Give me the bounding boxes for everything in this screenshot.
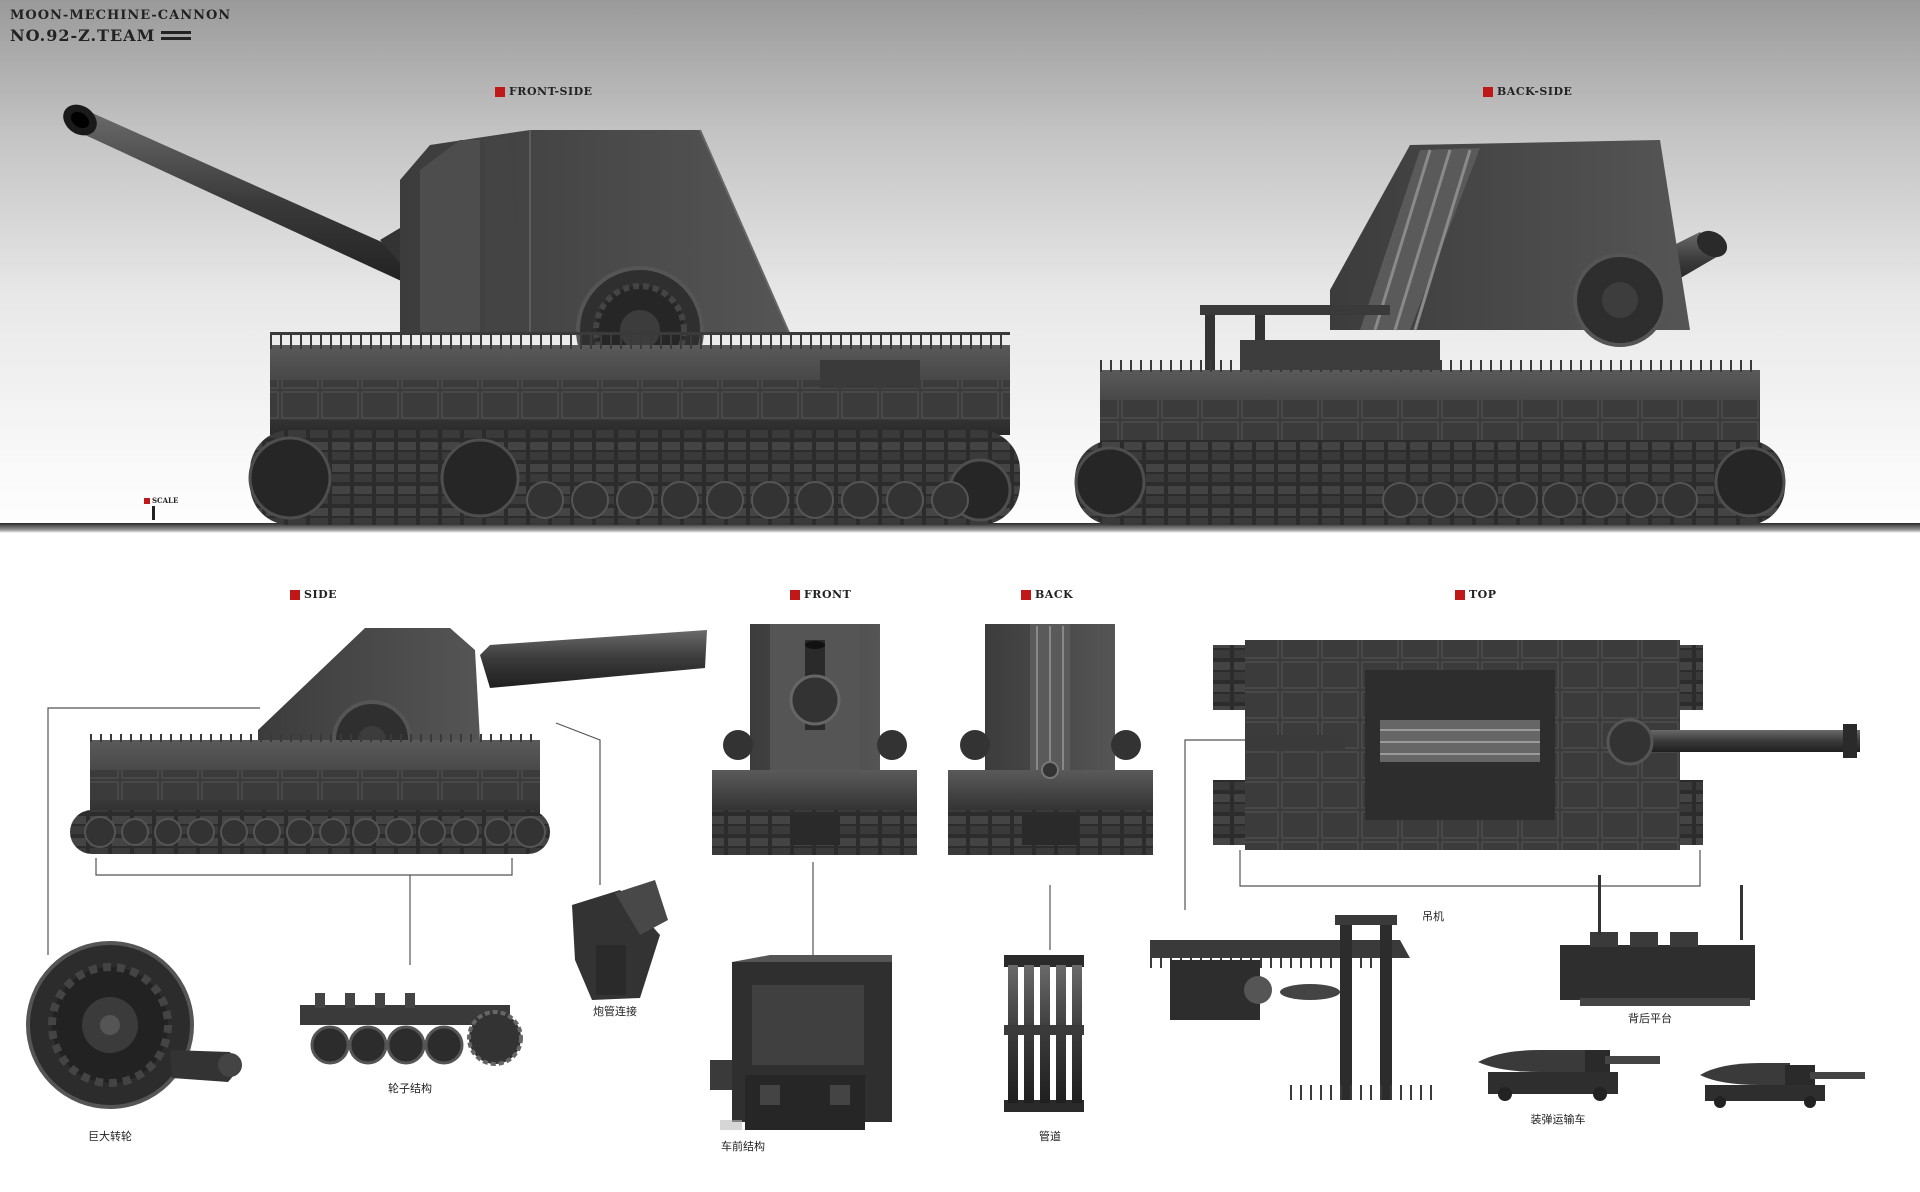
brand-bars-icon bbox=[161, 28, 192, 43]
side-barrel bbox=[480, 630, 707, 688]
marker-icon bbox=[1455, 589, 1465, 600]
side-view-drawing bbox=[70, 628, 707, 854]
label-side: SIDE bbox=[290, 588, 337, 601]
label-vehicle-front: 车前结构 bbox=[721, 1140, 765, 1153]
label-barrel-connection: 炮管连接 bbox=[593, 1005, 637, 1018]
top-barrel bbox=[1620, 730, 1860, 752]
part-barrel-connection bbox=[572, 880, 668, 1000]
front-side-vehicle bbox=[63, 104, 1020, 525]
marker-icon bbox=[144, 497, 150, 504]
ground-line bbox=[0, 523, 1920, 533]
label-back-side-text: BACK-SIDE bbox=[1497, 85, 1573, 98]
back-side-vehicle bbox=[1074, 140, 1786, 525]
part-rear-platform bbox=[1560, 875, 1755, 1006]
callout-lines bbox=[47, 707, 1701, 965]
top-view-drawing bbox=[1213, 640, 1860, 850]
label-front-text: FRONT bbox=[804, 588, 852, 601]
scale-figure bbox=[152, 506, 155, 520]
track-assembly bbox=[248, 430, 1020, 525]
marker-icon bbox=[790, 589, 800, 600]
label-giant-wheel: 巨大转轮 bbox=[88, 1130, 132, 1143]
part-ammo-carrier bbox=[1478, 1050, 1865, 1108]
brand-block: MOON-MECHINE-CANNON NO.92-Z.TEAM bbox=[10, 8, 231, 45]
label-back-side: BACK-SIDE bbox=[1483, 85, 1572, 98]
part-giant-wheel bbox=[26, 941, 242, 1109]
label-top-text: TOP bbox=[1469, 588, 1497, 601]
label-front-side: FRONT-SIDE bbox=[495, 85, 593, 98]
front-view-drawing bbox=[712, 624, 917, 855]
part-vehicle-front bbox=[710, 955, 892, 1130]
label-crane: 吊机 bbox=[1422, 910, 1444, 923]
label-rear-platform: 背后平台 bbox=[1628, 1012, 1672, 1025]
marker-icon bbox=[1021, 589, 1031, 600]
scale-text: SCALE bbox=[152, 496, 179, 505]
label-top: TOP bbox=[1455, 588, 1497, 601]
marker-icon bbox=[1483, 86, 1493, 97]
scale-marker: SCALE bbox=[144, 496, 178, 505]
label-wheel-structure: 轮子结构 bbox=[388, 1082, 432, 1095]
brand-title: MOON-MECHINE-CANNON bbox=[10, 8, 232, 23]
back-view-drawing bbox=[948, 624, 1153, 855]
marker-icon bbox=[290, 589, 300, 600]
track-assembly-rear bbox=[1074, 440, 1786, 525]
brand-subtitle: NO.92-Z.TEAM bbox=[10, 26, 231, 45]
part-pipes bbox=[1004, 955, 1084, 1112]
label-back: BACK bbox=[1021, 588, 1073, 601]
marker-icon bbox=[495, 86, 505, 97]
team-name: NO.92-Z.TEAM bbox=[10, 26, 156, 45]
label-back-text: BACK bbox=[1035, 588, 1074, 601]
rear-gear bbox=[1573, 253, 1667, 347]
part-crane bbox=[1150, 915, 1440, 1100]
label-front: FRONT bbox=[790, 588, 851, 601]
label-front-side-text: FRONT-SIDE bbox=[509, 85, 593, 98]
label-pipes: 管道 bbox=[1039, 1130, 1061, 1143]
part-wheel-structure bbox=[300, 993, 523, 1066]
label-side-text: SIDE bbox=[304, 588, 338, 601]
label-ammo-carrier: 装弹运输车 bbox=[1530, 1113, 1586, 1126]
